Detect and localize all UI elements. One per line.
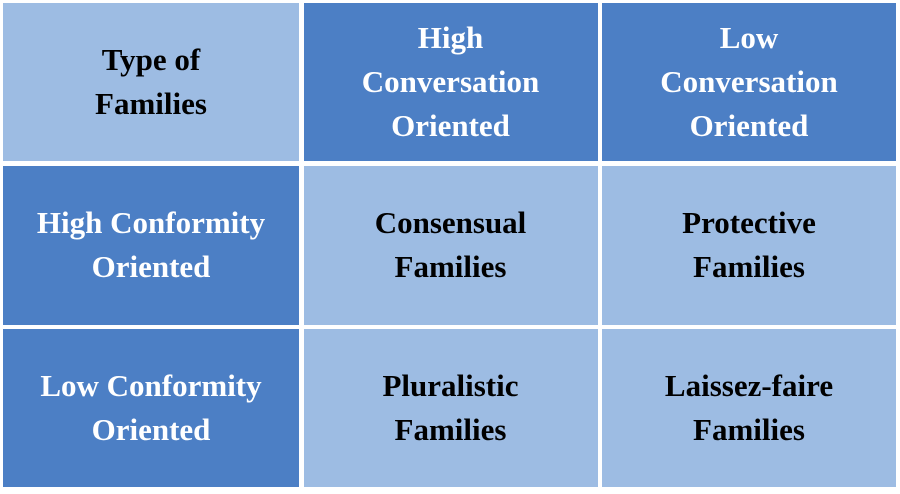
corner-header: Type of Families (3, 3, 299, 161)
column-header-low-conversation: Low Conversation Oriented (602, 3, 896, 161)
cell-laissez-faire-families: Laissez-faire Families (602, 329, 896, 487)
family-types-table: Type of Families High Conversation Orien… (3, 3, 896, 487)
column-header-high-conversation: High Conversation Oriented (303, 3, 598, 161)
cell-pluralistic-families: Pluralistic Families (303, 329, 598, 487)
cell-protective-families: Protective Families (602, 165, 896, 325)
row-header-high-conformity: High Conformity Oriented (3, 165, 299, 325)
row-header-low-conformity: Low Conformity Oriented (3, 329, 299, 487)
cell-consensual-families: Consensual Families (303, 165, 598, 325)
